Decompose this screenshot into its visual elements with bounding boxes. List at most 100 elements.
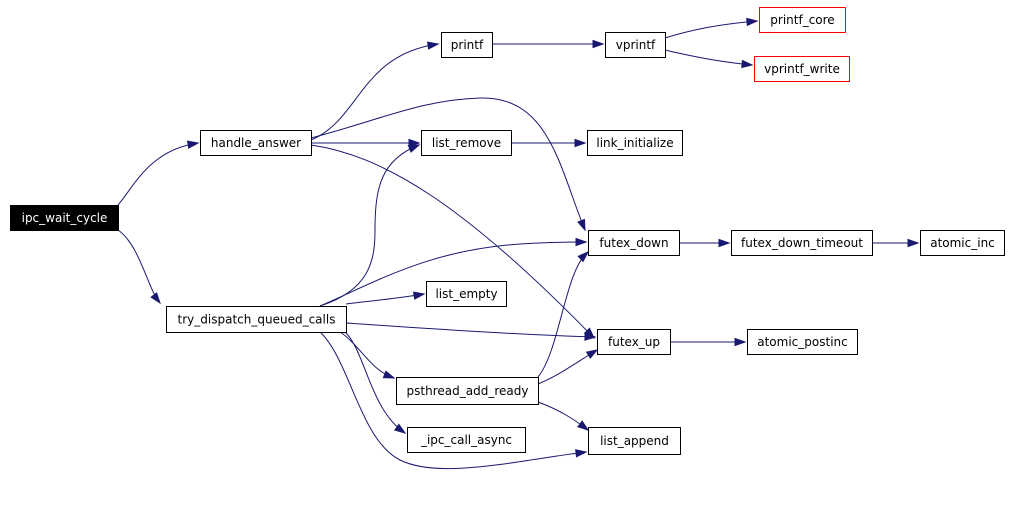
edge-line xyxy=(310,97,586,231)
edge-line xyxy=(345,322,596,338)
edge-futex_up-to-atomic_postinc xyxy=(670,337,747,347)
edge-handle_answer-to-futex_down xyxy=(310,97,586,232)
node-list-remove[interactable]: list_remove xyxy=(421,130,512,156)
node-label: handle_answer xyxy=(211,136,301,150)
node-vprintf[interactable]: vprintf xyxy=(605,32,666,58)
arrowhead-icon xyxy=(577,420,590,431)
node-handle-answer[interactable]: handle_answer xyxy=(200,130,312,156)
edge-vprintf-to-vprintf_write xyxy=(664,49,754,69)
node-list-empty[interactable]: list_empty xyxy=(426,281,507,307)
arrowhead-icon xyxy=(746,17,759,27)
edge-line xyxy=(117,229,161,304)
edge-handle_answer-to-list_remove xyxy=(311,138,421,148)
node-printf-core[interactable]: printf_core xyxy=(759,7,846,33)
edge-line xyxy=(344,331,406,434)
edge-line xyxy=(537,251,589,378)
node-ipc-call-async[interactable]: _ipc_call_async xyxy=(407,427,526,453)
edge-line xyxy=(117,142,199,206)
node-ipc-wait-cycle[interactable]: ipc_wait_cycle xyxy=(10,205,119,231)
node-printf[interactable]: printf xyxy=(441,32,493,58)
edge-try_dispatch_queued_calls-to-futex_down xyxy=(319,237,588,307)
node-vprintf-write[interactable]: vprintf_write xyxy=(754,56,850,82)
edge-handle_answer-to-printf xyxy=(310,41,440,141)
node-label: printf_core xyxy=(770,13,834,27)
node-futex-up[interactable]: futex_up xyxy=(597,329,671,355)
edge-try_dispatch_queued_calls-to-ipc_call_async xyxy=(344,331,407,434)
arrowhead-icon xyxy=(574,138,587,148)
edge-printf-to-vprintf xyxy=(492,39,605,49)
node-label: list_append xyxy=(600,434,669,448)
node-box xyxy=(597,329,671,355)
arrowhead-icon xyxy=(584,332,597,341)
arrowhead-icon xyxy=(382,370,396,379)
edge-handle_answer-to-futex_up xyxy=(310,144,596,340)
edge-line xyxy=(310,144,595,339)
node-label: list_remove xyxy=(432,136,501,150)
edge-line xyxy=(664,20,758,39)
edge-futex_down_timeout-to-atomic_inc xyxy=(872,238,920,248)
node-box xyxy=(588,230,680,256)
edge-try_dispatch_queued_calls-to-list_append xyxy=(319,331,588,470)
arrowhead-icon xyxy=(412,291,426,300)
node-label: try_dispatch_queued_calls xyxy=(178,313,336,327)
node-box xyxy=(605,32,666,58)
arrowhead-icon xyxy=(575,237,588,247)
arrowhead-icon xyxy=(718,238,731,248)
node-atomic-postinc[interactable]: atomic_postinc xyxy=(747,329,858,355)
edge-line xyxy=(310,43,439,141)
arrowhead-icon xyxy=(577,218,586,232)
node-label: futex_down xyxy=(599,236,668,250)
edge-psthread_add_ready-to-futex_up xyxy=(537,349,599,385)
arrowhead-icon xyxy=(426,41,440,50)
arrowhead-icon xyxy=(186,140,200,149)
node-box xyxy=(731,230,873,256)
arrowhead-icon xyxy=(575,449,588,458)
edge-psthread_add_ready-to-futex_down xyxy=(537,250,590,378)
edge-line xyxy=(319,144,420,307)
node-box xyxy=(10,205,119,231)
edge-try_dispatch_queued_calls-to-futex_up xyxy=(345,322,597,341)
arrowhead-icon xyxy=(408,138,421,148)
arrowhead-icon xyxy=(407,144,421,153)
node-box xyxy=(759,7,846,33)
node-label: futex_up xyxy=(608,335,660,349)
node-psthread-add-ready[interactable]: psthread_add_ready xyxy=(396,377,539,405)
edge-line xyxy=(319,331,587,470)
node-futex-down[interactable]: futex_down xyxy=(588,230,680,256)
node-box xyxy=(396,377,539,405)
node-atomic-inc[interactable]: atomic_inc xyxy=(920,230,1005,256)
arrowhead-icon xyxy=(577,250,590,263)
edge-line xyxy=(319,241,587,307)
node-label: ipc_wait_cycle xyxy=(22,211,108,225)
node-label: atomic_postinc xyxy=(757,335,847,349)
node-label: atomic_inc xyxy=(930,236,995,250)
arrowhead-icon xyxy=(150,292,161,305)
node-label: vprintf xyxy=(616,38,656,52)
node-link-initialize[interactable]: link_initialize xyxy=(587,130,683,156)
node-label: link_initialize xyxy=(596,136,673,150)
edges-layer xyxy=(117,17,920,470)
edge-list_remove-to-link_initialize xyxy=(511,138,587,148)
edge-line xyxy=(664,49,753,66)
arrowhead-icon xyxy=(394,423,407,434)
nodes-layer: ipc_wait_cycle handle_answer try_dispatch_… xyxy=(10,7,1005,455)
node-box xyxy=(200,130,312,156)
node-box xyxy=(587,130,683,156)
node-list-append[interactable]: list_append xyxy=(588,427,681,455)
edge-try_dispatch_queued_calls-to-list_remove xyxy=(319,144,421,307)
node-label: futex_down_timeout xyxy=(741,236,863,250)
node-box xyxy=(426,281,507,307)
arrowhead-icon xyxy=(741,59,754,69)
arrowhead-icon xyxy=(592,39,605,49)
arrowhead-icon xyxy=(585,349,599,360)
node-box xyxy=(754,56,850,82)
node-futex-down-timeout[interactable]: futex_down_timeout xyxy=(731,230,873,256)
node-try-dispatch-queued-calls[interactable]: try_dispatch_queued_calls xyxy=(166,306,347,333)
node-box xyxy=(588,427,681,455)
node-label: psthread_add_ready xyxy=(407,384,529,398)
edge-ipc_wait_cycle-to-handle_answer xyxy=(117,140,200,206)
arrowhead-icon xyxy=(907,238,920,248)
node-box xyxy=(407,427,526,453)
node-label: list_empty xyxy=(435,287,497,301)
